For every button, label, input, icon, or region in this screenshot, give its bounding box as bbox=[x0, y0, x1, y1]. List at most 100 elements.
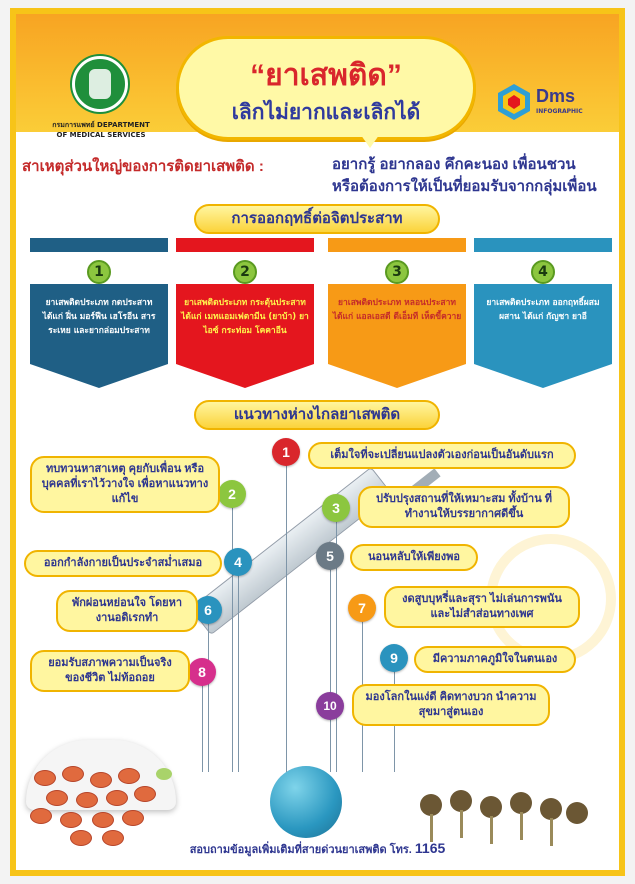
drug-type-card-1: 1 ยาเสพติดประเภท กดประสาท ได้แก่ ฝิ่น มอ… bbox=[30, 238, 168, 388]
pill bbox=[134, 786, 156, 802]
pill bbox=[34, 770, 56, 786]
ministry-seal-icon bbox=[72, 56, 128, 112]
card-top-band bbox=[176, 238, 314, 252]
type-description: ยาเสพติดประเภท ออกฤทธิ์ผสมผสาน ได้แก่ กั… bbox=[486, 298, 600, 322]
department-name: กรมการแพทย์ DEPARTMENT OF MEDICAL SERVIC… bbox=[52, 121, 150, 139]
hotline-number: 1165 bbox=[414, 840, 446, 856]
connector-wire bbox=[336, 508, 337, 772]
card-body bbox=[176, 284, 314, 364]
pod-stem bbox=[460, 810, 463, 838]
card-arrow-tip bbox=[176, 364, 314, 388]
wire-hub-ball bbox=[270, 766, 342, 838]
way-number-6: 6 bbox=[194, 596, 222, 624]
poster-frame: กรมการแพทย์ DEPARTMENT OF MEDICAL SERVIC… bbox=[10, 8, 625, 876]
cause-label: สาเหตุส่วนใหญ่ของการติดยาเสพติด : bbox=[22, 158, 264, 175]
type-number-badge: 4 bbox=[531, 260, 555, 284]
connector-wire bbox=[286, 452, 287, 772]
type-description: ยาเสพติดประเภท กดประสาท ได้แก่ ฝิ่น มอร์… bbox=[42, 298, 156, 336]
card-arrow-tip bbox=[474, 364, 612, 388]
connector-wire bbox=[208, 610, 209, 772]
connector-wire bbox=[238, 562, 239, 772]
way-text-6: พักผ่อนหย่อนใจ โดยหางานอดิเรกทำ bbox=[56, 590, 198, 632]
way-number-8: 8 bbox=[188, 658, 216, 686]
way-text-2: ทบทวนหาสาเหตุ คุยกับเพื่อน หรือบุคคลที่เ… bbox=[30, 456, 220, 513]
pill bbox=[46, 790, 68, 806]
type-description: ยาเสพติดประเภท หลอนประสาท ได้แก่ แอลเอสด… bbox=[332, 298, 462, 322]
way-number-7: 7 bbox=[348, 594, 376, 622]
drug-type-card-4: 4 ยาเสพติดประเภท ออกฤทธิ์ผสมผสาน ได้แก่ … bbox=[474, 238, 612, 388]
card-top-band bbox=[474, 238, 612, 252]
drug-type-card-2: 2 ยาเสพติดประเภท กระตุ้นประสาท ได้แก่ เม… bbox=[176, 238, 314, 388]
connector-wire bbox=[232, 494, 233, 772]
dms-logo-text: Dms bbox=[536, 86, 576, 106]
pill bbox=[106, 790, 128, 806]
hotline-footer: สอบถามข้อมูลเพิ่มเติมที่สายด่วนยาเสพติด … bbox=[16, 840, 619, 858]
dms-logo-subtext: INFOGRAPHIC bbox=[536, 108, 583, 115]
poppy-pods-illustration bbox=[416, 790, 596, 846]
way-text-5: นอนหลับให้เพียงพอ bbox=[350, 544, 478, 571]
way-number-5: 5 bbox=[316, 542, 344, 570]
way-number-10: 10 bbox=[316, 692, 344, 720]
connector-wire bbox=[330, 556, 331, 772]
pill bbox=[92, 812, 114, 828]
way-text-8: ยอมรับสภาพความเป็นจริง ของชีวิต ไม่ท้อถอ… bbox=[30, 650, 190, 692]
card-top-band bbox=[30, 238, 168, 252]
pill bbox=[90, 772, 112, 788]
way-number-1: 1 bbox=[272, 438, 300, 466]
type-number-badge: 3 bbox=[385, 260, 409, 284]
pod bbox=[450, 790, 472, 812]
hotline-text: สอบถามข้อมูลเพิ่มเติมที่สายด่วนยาเสพติด … bbox=[189, 844, 412, 856]
pod-stem bbox=[490, 816, 493, 844]
drug-type-card-3: 3 ยาเสพติดประเภท หลอนประสาท ได้แก่ แอลเอ… bbox=[328, 238, 466, 388]
page-subtitle: เลิกไม่ยากและเลิกได้ bbox=[231, 101, 421, 124]
pod bbox=[540, 798, 562, 820]
type-description: ยาเสพติดประเภท กระตุ้นประสาท ได้แก่ เมทแ… bbox=[181, 298, 309, 336]
cause-text-line-2: หรือต้องการให้เป็นที่ยอมรับจากกลุ่มเพื่อ… bbox=[332, 178, 597, 195]
way-text-10: มองโลกในแง่ดี คิดทางบวก นำความสุขมาสู่ตน… bbox=[352, 684, 550, 726]
pill bbox=[76, 792, 98, 808]
pod-stem bbox=[520, 812, 523, 840]
card-top-band bbox=[328, 238, 466, 252]
pill bbox=[118, 768, 140, 784]
effects-heading: การออกฤทธิ์ต่อจิตประสาท bbox=[194, 204, 440, 234]
pill bbox=[102, 830, 124, 846]
pod bbox=[420, 794, 442, 816]
connector-wire bbox=[202, 672, 203, 772]
pill bbox=[30, 808, 52, 824]
cause-text-line-1: อยากรู้ อยากลอง คึกคะนอง เพื่อนชวน bbox=[332, 156, 576, 173]
way-number-9: 9 bbox=[380, 644, 408, 672]
pod bbox=[480, 796, 502, 818]
pod-stem bbox=[550, 818, 553, 846]
way-number-4: 4 bbox=[224, 548, 252, 576]
way-number-2: 2 bbox=[218, 480, 246, 508]
pod-stem bbox=[430, 814, 433, 842]
card-body bbox=[474, 284, 612, 364]
pill bbox=[122, 810, 144, 826]
way-text-4: ออกกำลังกายเป็นประจำสม่ำเสมอ bbox=[24, 550, 222, 577]
way-text-3: ปรับปรุงสถานที่ให้เหมาะสม ทั้งบ้าน ที่ทำ… bbox=[358, 486, 570, 528]
card-arrow-tip bbox=[30, 364, 168, 388]
pill bbox=[62, 766, 84, 782]
title-bubble bbox=[176, 36, 476, 140]
pod bbox=[566, 802, 588, 824]
green-pill-illustration bbox=[156, 768, 172, 780]
way-text-7: งดสูบบุหรี่และสุรา ไม่เล่นการพนัน และไม่… bbox=[384, 586, 580, 628]
way-number-3: 3 bbox=[322, 494, 350, 522]
card-body bbox=[328, 284, 466, 364]
ministry-seal-emblem bbox=[89, 69, 111, 99]
way-text-9: มีความภาคภูมิใจในตนเอง bbox=[414, 646, 576, 673]
dms-logo-icon bbox=[498, 84, 530, 120]
pill bbox=[60, 812, 82, 828]
card-body bbox=[30, 284, 168, 364]
title-bubble-tail bbox=[356, 128, 384, 148]
card-arrow-tip bbox=[328, 364, 466, 388]
pill bbox=[70, 830, 92, 846]
page-title: “ยาเสพติด” bbox=[250, 59, 402, 92]
way-text-1: เต็มใจที่จะเปลี่ยนแปลงตัวเองก่อนเป็นอันด… bbox=[308, 442, 576, 469]
pod bbox=[510, 792, 532, 814]
type-number-badge: 2 bbox=[233, 260, 257, 284]
ways-heading: แนวทางห่างไกลยาเสพติด bbox=[194, 400, 440, 430]
type-number-badge: 1 bbox=[87, 260, 111, 284]
connector-wire bbox=[330, 706, 331, 772]
